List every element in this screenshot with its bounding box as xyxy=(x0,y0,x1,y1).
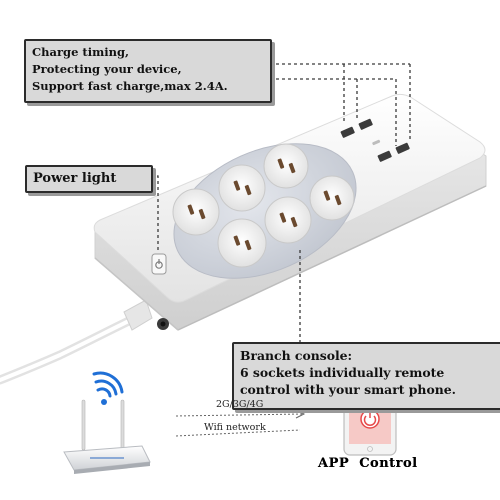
socket-icon xyxy=(264,196,312,244)
socket-icon xyxy=(309,175,355,221)
power-icon xyxy=(151,253,167,275)
callout-charge-timing: Charge timing, Protecting your device, S… xyxy=(24,39,272,103)
callout-branch-console: Branch console: 6 sockets individually r… xyxy=(232,342,500,410)
wifi-network-label: Wifi network xyxy=(204,422,266,433)
callout-line: Protecting your device, xyxy=(32,62,182,76)
router-icon xyxy=(63,399,151,474)
callout-line: Power light xyxy=(33,171,117,186)
callout-line: 6 sockets individually remote xyxy=(240,365,445,380)
socket-icon xyxy=(172,188,220,236)
callout-line: control with your smart phone. xyxy=(240,382,456,397)
mobile-network-label: 2G/3G/4G xyxy=(216,399,264,410)
usb-port-icon xyxy=(340,118,410,162)
socket-icon xyxy=(263,143,309,189)
wifi-signal-icon xyxy=(92,371,124,405)
socket-icon xyxy=(217,218,267,268)
socket-icon xyxy=(218,164,266,212)
callout-line: Branch console: xyxy=(240,348,353,363)
arrow-icon xyxy=(175,409,306,437)
callout-line: Support fast charge,max 2.4A. xyxy=(32,79,228,93)
app-control-label: APP Control xyxy=(318,456,418,471)
callout-line: Charge timing, xyxy=(32,45,130,59)
callout-power-light: Power light xyxy=(25,165,153,193)
